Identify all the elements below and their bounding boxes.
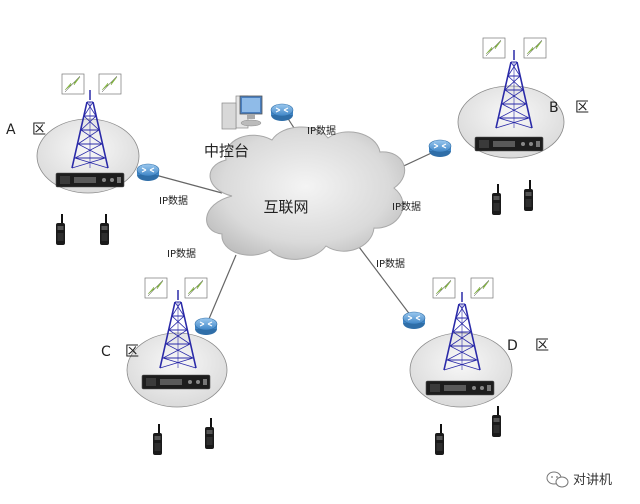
router-icon-b <box>428 139 452 158</box>
zone-a: A 区 <box>6 73 160 245</box>
antenna-panel-icon-b1 <box>482 37 506 59</box>
control-center: 中控台 <box>204 95 294 160</box>
zone-suffix-d: 区 <box>535 338 549 354</box>
internet-cloud: 互联网 <box>206 126 406 260</box>
router-icon-ctrl <box>270 103 294 122</box>
radio-icon-a1 <box>56 214 65 245</box>
router-icon-c <box>194 317 218 336</box>
cloud-label: 互联网 <box>263 198 308 216</box>
zone-b: B 区 <box>428 37 589 215</box>
zone-letter-b: B <box>549 100 559 116</box>
repeater-icon-a <box>55 172 125 188</box>
radio-icon-b2 <box>524 180 533 211</box>
radio-icon-d1 <box>435 424 444 455</box>
zone-letter-d: D <box>507 338 518 354</box>
link-labels: IP数据 IP数据 IP数据 IP数据 IP数据 <box>159 124 421 270</box>
zone-c: C 区 <box>101 277 228 455</box>
control-center-label: 中控台 <box>204 142 249 160</box>
antenna-panel-icon-c2 <box>184 277 208 299</box>
radio-icon-b1 <box>492 184 501 215</box>
wechat-icon <box>546 471 569 488</box>
radio-icon-d2 <box>492 406 501 437</box>
link-label-b: IP数据 <box>392 200 421 213</box>
computer-icon <box>221 95 263 130</box>
link-line-c <box>205 254 237 327</box>
zone-d: D 区 <box>402 277 549 455</box>
router-icon-a <box>136 163 160 182</box>
link-label-ctrl: IP数据 <box>307 124 336 137</box>
zone-letter-a: A <box>6 122 16 138</box>
radio-icon-c2 <box>205 418 214 449</box>
zone-suffix-a: 区 <box>32 122 46 138</box>
link-line-a <box>147 172 223 194</box>
antenna-panel-icon-d2 <box>470 277 494 299</box>
link-line-d <box>355 242 415 321</box>
repeater-icon-c <box>141 374 211 390</box>
antenna-panel-icon-d1 <box>432 277 456 299</box>
link-label-a: IP数据 <box>159 194 188 207</box>
antenna-panel-icon-b2 <box>523 37 547 59</box>
link-label-c: IP数据 <box>167 247 196 260</box>
watermark-label: 对讲机 <box>573 473 612 488</box>
antenna-panel-icon-a1 <box>61 73 85 95</box>
router-icon-d <box>402 311 426 330</box>
link-label-d: IP数据 <box>376 257 405 270</box>
zone-suffix-c: 区 <box>125 344 139 360</box>
antenna-panel-icon-c1 <box>144 277 168 299</box>
repeater-icon-b <box>474 136 544 152</box>
repeater-icon-d <box>425 380 495 396</box>
radio-icon-a2 <box>100 214 109 245</box>
zone-letter-c: C <box>101 344 111 360</box>
radio-icon-c1 <box>153 424 162 455</box>
zone-suffix-b: 区 <box>575 100 589 116</box>
watermark: 对讲机 <box>546 471 612 488</box>
antenna-panel-icon-a2 <box>98 73 122 95</box>
